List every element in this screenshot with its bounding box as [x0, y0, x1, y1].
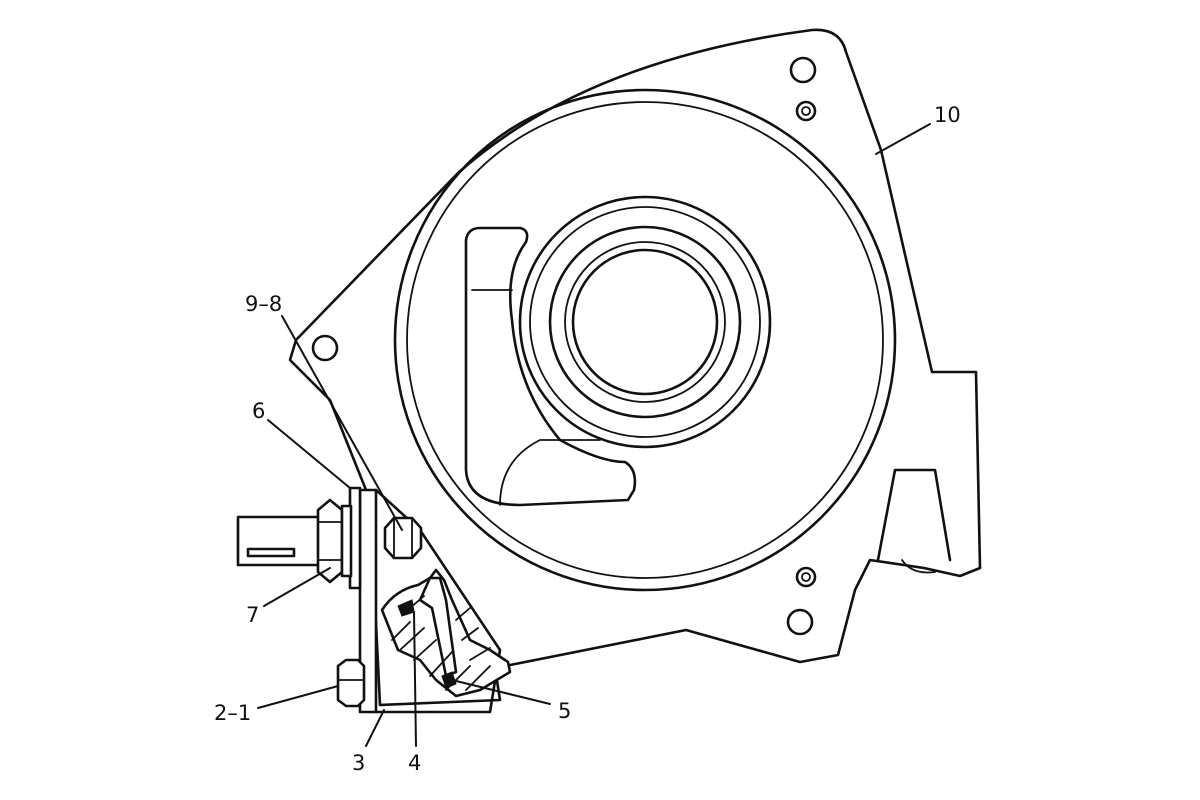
- callout-3: 3: [352, 751, 365, 775]
- dowel-top-right-inner: [801, 106, 811, 116]
- callout-7: 7: [246, 603, 259, 627]
- bore-ring-1: [518, 195, 772, 449]
- callout-10: 10: [934, 103, 961, 127]
- callout-4: 4: [408, 751, 421, 775]
- leader-7: [263, 567, 331, 607]
- port-inner-lower: [499, 439, 601, 506]
- port-opening: [464, 226, 637, 507]
- bore-ring-3: [548, 225, 742, 419]
- mount-hole-left: [311, 334, 339, 362]
- oring-5: [441, 671, 457, 689]
- center-bore: [571, 248, 719, 396]
- mount-hole-top-right: [789, 56, 817, 84]
- callout-2-1: 2–1: [214, 701, 251, 725]
- cutaway-hatch: [391, 595, 491, 691]
- leader-9-8: [281, 315, 403, 531]
- dowel-bottom-right: [795, 566, 817, 588]
- leader-2-1: [257, 685, 339, 709]
- nut-flats: [317, 521, 343, 561]
- fitting-tube: [236, 515, 326, 567]
- plug-bolt-flat: [393, 517, 413, 559]
- right-lug-base: [901, 559, 936, 574]
- callout-9-8: 9–8: [245, 292, 282, 316]
- dowel-bottom-right-inner: [801, 572, 811, 582]
- leader-10: [875, 123, 931, 155]
- spool-passage: [418, 576, 458, 678]
- right-lug: [876, 468, 952, 562]
- dowel-top-right: [795, 100, 817, 122]
- outer-flange-ring: [393, 88, 897, 592]
- inner-flange-ring: [406, 101, 884, 579]
- leader-6: [267, 419, 351, 489]
- fitting-nut: [316, 498, 344, 584]
- plug-bolt: [383, 516, 423, 560]
- cutaway-section: [380, 568, 512, 698]
- leader-5: [451, 679, 551, 705]
- bore-ring-4: [564, 241, 726, 403]
- bore-ring-2: [529, 206, 761, 438]
- leader-3: [365, 709, 385, 747]
- mount-hole-bottom-right: [786, 608, 814, 636]
- fitting-slot: [246, 547, 296, 558]
- callout-6: 6: [252, 399, 265, 423]
- cap-bolt: [336, 658, 366, 708]
- leader-4: [413, 611, 417, 747]
- fitting-washer: [340, 504, 353, 578]
- callout-5: 5: [558, 699, 571, 723]
